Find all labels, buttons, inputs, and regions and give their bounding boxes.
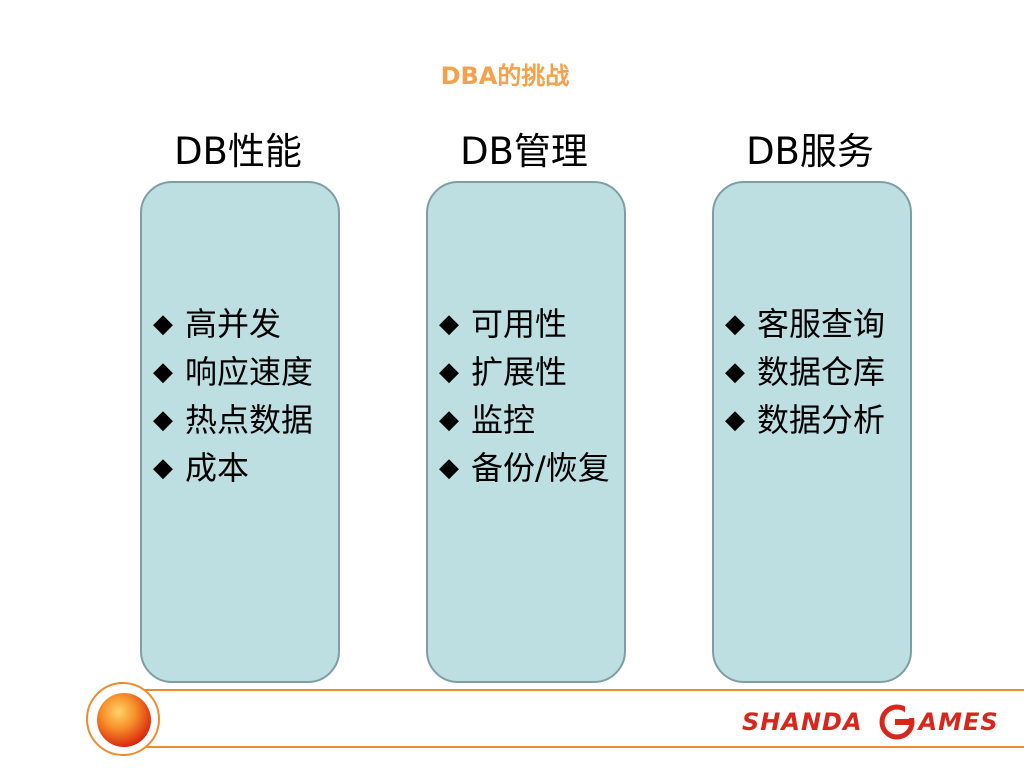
diamond-bullet-icon: ◆ [725, 357, 745, 387]
list-item: ◆可用性 [439, 300, 610, 348]
slide-title: DBA的挑战 [440, 62, 570, 90]
list-item: ◆备份/恢复 [439, 444, 610, 492]
bullet-list-performance: ◆高并发 ◆响应速度 ◆热点数据 ◆成本 [153, 300, 313, 492]
orb-decoration-icon [97, 693, 151, 747]
list-item: ◆数据分析 [725, 396, 885, 444]
column-heading-service: DB服务 [746, 130, 874, 173]
footer-rule-bottom [120, 746, 1024, 748]
diamond-bullet-icon: ◆ [439, 357, 459, 387]
list-item: ◆数据仓库 [725, 348, 885, 396]
list-item: ◆成本 [153, 444, 313, 492]
diamond-bullet-icon: ◆ [153, 405, 173, 435]
footer-rule-top [120, 689, 1024, 691]
diamond-bullet-icon: ◆ [153, 357, 173, 387]
bullet-list-management: ◆可用性 ◆扩展性 ◆监控 ◆备份/恢复 [439, 300, 610, 492]
shanda-games-logo: SHANDA AMES [742, 702, 999, 742]
list-item: ◆热点数据 [153, 396, 313, 444]
logo-text-shanda: SHANDA [742, 708, 863, 736]
diamond-bullet-icon: ◆ [153, 453, 173, 483]
bullet-list-service: ◆客服查询 ◆数据仓库 ◆数据分析 [725, 300, 885, 444]
diamond-bullet-icon: ◆ [439, 309, 459, 339]
diamond-bullet-icon: ◆ [439, 453, 459, 483]
logo-text-ames: AMES [918, 708, 999, 736]
list-item: ◆扩展性 [439, 348, 610, 396]
logo-g-icon [879, 704, 915, 740]
diamond-bullet-icon: ◆ [439, 405, 459, 435]
list-item: ◆高并发 [153, 300, 313, 348]
column-heading-management: DB管理 [460, 130, 588, 173]
column-heading-performance: DB性能 [174, 130, 302, 173]
diamond-bullet-icon: ◆ [153, 309, 173, 339]
card-service [712, 181, 912, 683]
diamond-bullet-icon: ◆ [725, 309, 745, 339]
list-item: ◆客服查询 [725, 300, 885, 348]
card-management [426, 181, 626, 683]
list-item: ◆监控 [439, 396, 610, 444]
card-performance [140, 181, 340, 683]
diamond-bullet-icon: ◆ [725, 405, 745, 435]
list-item: ◆响应速度 [153, 348, 313, 396]
